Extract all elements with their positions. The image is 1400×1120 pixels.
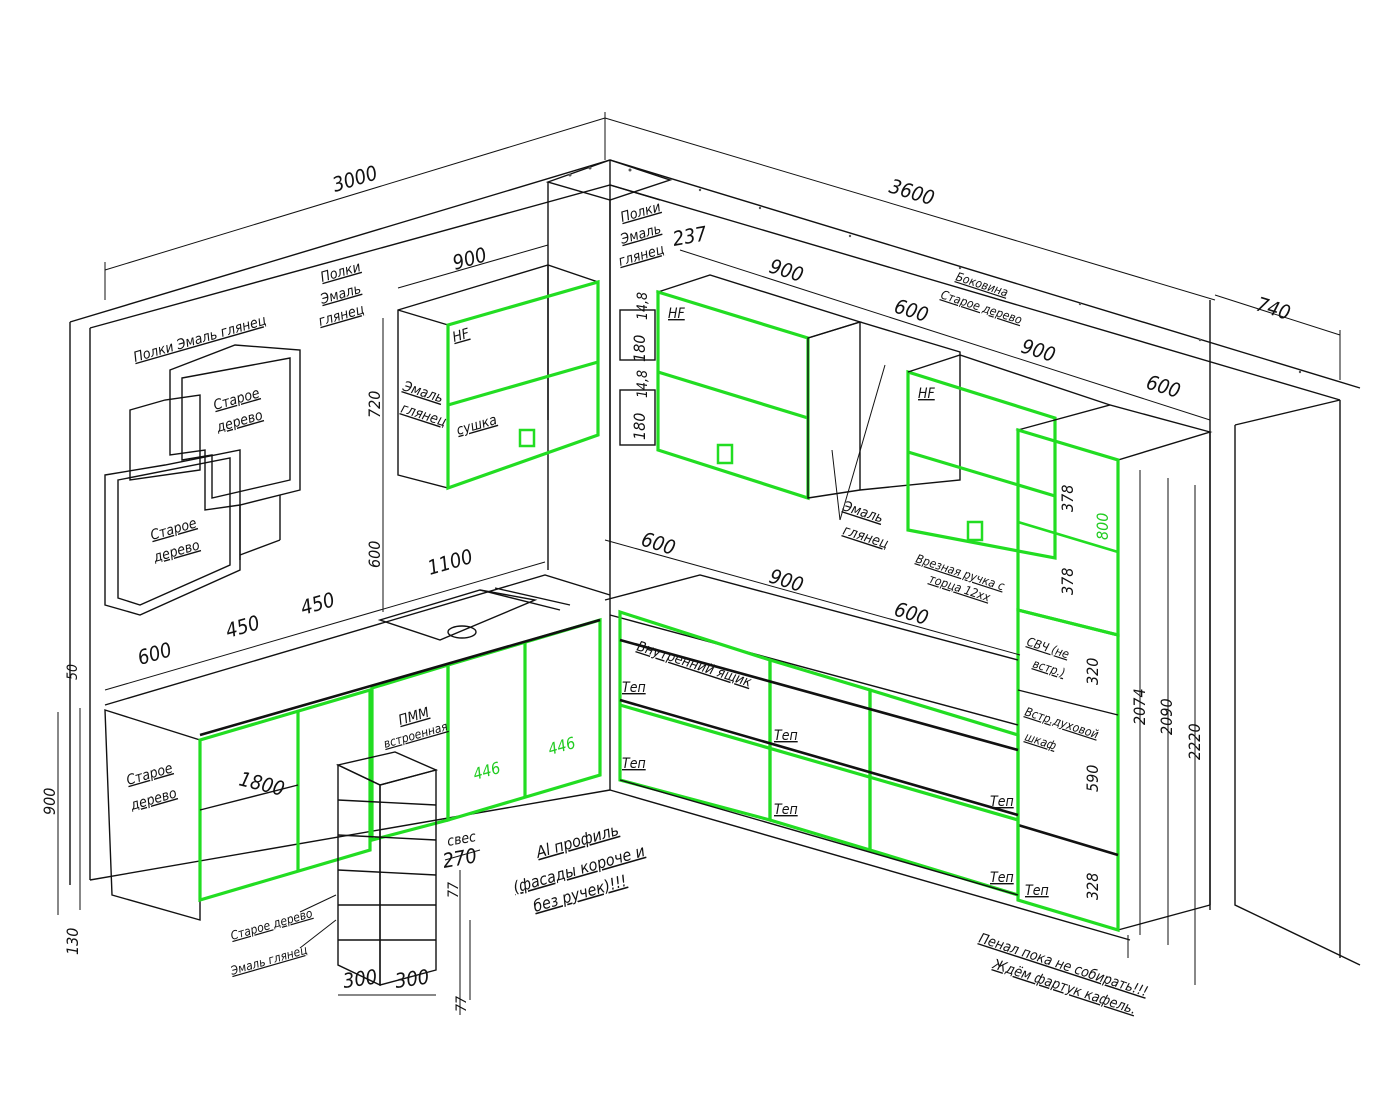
label-tep-6: Теп [990,870,1014,886]
dim-base-450-b: 450 [223,610,263,643]
dim-shelf-14-8-b: 14,8 [635,370,651,398]
label-inner-drawer: Внутренний ящик [635,639,754,691]
label-hf-a: HF [451,326,472,346]
base-cabinets-left [57,561,611,921]
dim-base-900-right: 900 [767,564,807,597]
label-tep-4: Теп [774,802,798,818]
dim-base-450-a: 450 [298,587,338,620]
label-old-wood-base-2: дерево [128,785,179,814]
label-enamel-right-2: глянец [841,523,890,553]
leader-old-wood [299,894,337,913]
dim-shelf-180-b: 180 [630,413,649,440]
label-drying: сушка [455,412,499,439]
label-tep-1: Теп [622,680,646,696]
leader-enamel [299,919,337,949]
dim-dw-446-a: 446 [471,758,503,784]
dim-tall-378-a: 378 [1058,485,1077,512]
dim-tall-800: 800 [1093,513,1112,540]
wall-shelf-unit [104,344,301,616]
label-microwave-1: СВЧ (не [1025,635,1071,662]
label-tep-2: Теп [622,756,646,772]
dim-tall-depth: 740 [1254,292,1294,325]
dim-column-300-a: 300 [341,964,378,993]
dim-shelf-180-a: 180 [630,335,649,362]
dim-base-600-right: 600 [639,527,679,560]
label-old-wood-base-1: Старое [125,760,175,788]
label-tep-3: Теп [774,728,798,744]
dim-base-600-left: 600 [135,637,175,670]
dim-upper-right-900b: 900 [1019,334,1059,367]
label-side-panel-2: Старое дерево [939,288,1024,328]
dim-counter-50: 50 [65,664,81,680]
label-enamel-left-2: глянец [399,401,448,431]
dim-upper-gap: 600 [365,541,384,568]
walls [69,159,1361,966]
dim-base-600-right-b: 600 [892,597,932,630]
dim-tall-2074: 2074 [1130,688,1149,725]
top-dimensions [104,112,1341,380]
label-oven-2: шкаф [1023,730,1058,753]
dim-column-300-b: 300 [393,964,430,993]
dim-column-77-a: 77 [446,882,462,898]
label-microwave-2: встр.) [1031,657,1067,681]
dim-column-77-b: 77 [454,996,470,1012]
dim-tall-328: 328 [1083,873,1102,900]
upper-cabinets-right [619,249,1211,560]
column [335,751,481,1015]
dim-tall-378-b: 378 [1058,568,1077,595]
label-tep-5: Теп [990,794,1014,810]
dim-tall-2090: 2090 [1157,698,1176,735]
label-overhang: свес [446,829,477,850]
tall-cabinet [1015,404,1213,985]
dim-upper-left-width: 900 [450,242,490,275]
label-enamel-column: Эмаль глянец [228,943,309,979]
dim-island-1800: 1800 [237,767,287,801]
dim-dw-446-b: 446 [546,733,578,759]
dim-plinth-130: 130 [63,928,82,955]
dim-tall-320: 320 [1083,658,1102,685]
dim-offset-237: 237 [671,221,710,251]
dim-base-height-900: 900 [40,788,59,815]
dim-upper-right-600b: 600 [1144,370,1184,403]
upper-cabinet-left [382,244,600,612]
dim-tall-590: 590 [1083,765,1102,792]
dim-shelf-14-8-a: 14,8 [635,292,651,320]
dim-wall-left: 3000 [329,160,380,196]
dim-upper-right-600: 600 [892,294,932,327]
dim-upper-right-900a: 900 [767,254,807,287]
base-cabinets-right [604,539,1021,898]
dim-sink-1100: 1100 [425,544,476,580]
dim-overhang-270: 270 [441,843,479,873]
label-tep-7: Теп [1025,883,1049,899]
label-hf-c: HF [918,386,935,402]
dim-upper-left-height: 720 [365,391,384,418]
label-hf-b: HF [668,306,685,322]
dim-tall-2220: 2220 [1185,723,1204,760]
